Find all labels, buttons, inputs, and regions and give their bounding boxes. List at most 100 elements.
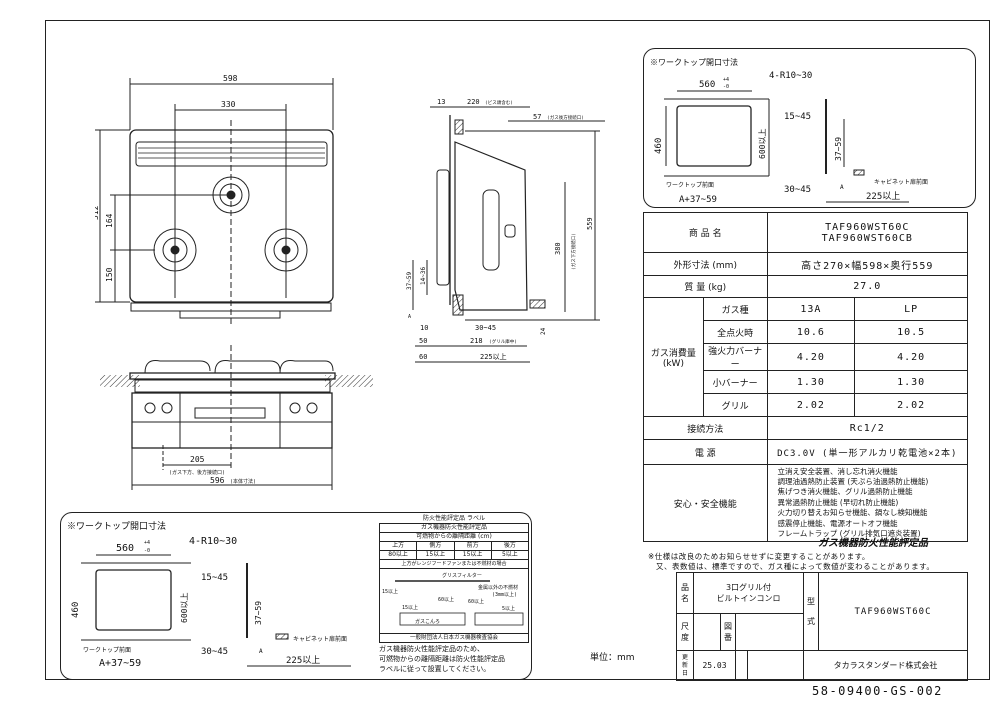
spec-notes: ※仕様は改良のためお知らせせずに変更することがあります。 又、表数値は、標準です… bbox=[648, 552, 934, 571]
safety-item: 異常過熱防止機能 (早切れ防止機能) bbox=[777, 497, 899, 507]
power-label: 電 源 bbox=[643, 439, 768, 465]
dim-600: 600以上 bbox=[180, 593, 189, 623]
gas-value-lp: 2.02 bbox=[854, 393, 968, 417]
metal-plate: 金属以外の不燃材 bbox=[478, 584, 518, 591]
label-char: 新 bbox=[681, 661, 688, 669]
dim-body-width-note: (本体寸法) bbox=[230, 478, 256, 485]
caption-line: ラベルに従って設置してください。 bbox=[379, 665, 491, 673]
gas-consumption-title: ガス消費量 bbox=[650, 348, 696, 359]
dim-10: 10 bbox=[420, 324, 428, 332]
opening-dimensions-inset: ※ワークトップ開口寸法 560 +4 -0 4-R10~30 460 600以上… bbox=[643, 48, 976, 208]
worktop-front: ワークトップ前面 bbox=[83, 646, 131, 654]
dim-opening-depth: 460 bbox=[71, 602, 81, 618]
corner-radius: 4-R10~30 bbox=[769, 71, 812, 81]
mass-value: 27.0 bbox=[766, 275, 969, 298]
dim-50: 50 bbox=[419, 337, 427, 345]
dim-218-note: (グリル庫中) bbox=[489, 338, 517, 345]
product-name: TAF960WST60CB bbox=[821, 232, 913, 244]
name-label: 品名 bbox=[676, 572, 694, 614]
gas-value-13a: 13A bbox=[766, 297, 856, 321]
dim-225: 225以上 bbox=[480, 352, 507, 361]
caption-line: 可燃物からの離隔距離は防火性能評定品 bbox=[379, 655, 505, 663]
dim-30-45: 30~45 bbox=[475, 324, 496, 332]
label-a: A bbox=[408, 314, 411, 320]
dim-body-width: 596 bbox=[210, 476, 225, 485]
note-line: 又、表数値は、標準ですので、ガス種によって数値が変わることがあります。 bbox=[656, 561, 935, 571]
connection-label: 接続方法 bbox=[643, 416, 768, 440]
knob-1 bbox=[144, 402, 156, 414]
clearance-value: 80以上 bbox=[380, 551, 418, 559]
col-header: 上方 bbox=[380, 542, 418, 550]
model-label: 型式 bbox=[803, 572, 819, 651]
tol-minus: -0 bbox=[144, 548, 150, 554]
fire-label-heading: 防火性能評定品 ラベル bbox=[423, 515, 485, 522]
dim-a-plus: A+37~59 bbox=[99, 658, 141, 669]
dim-15-45: 15~45 bbox=[201, 573, 228, 583]
fire-label-association: 一般財団法人日本ガス機器検査協会 bbox=[380, 633, 528, 642]
dim-burner-spacing: 330 bbox=[221, 100, 236, 109]
label-char: 図 bbox=[724, 622, 732, 631]
drawing-no-label: 図番 bbox=[720, 613, 736, 651]
dim-57-note: (ガス後方接続口) bbox=[547, 114, 584, 121]
dim-a-plus: A+37~59 bbox=[679, 195, 717, 205]
dim-30-45: 30~45 bbox=[201, 647, 228, 657]
product-type-line: 3口グリル付 bbox=[725, 583, 772, 592]
corner-radius: 4-R10~30 bbox=[189, 536, 237, 547]
product-type-line: ビルトインコンロ bbox=[716, 594, 781, 603]
scale-value bbox=[693, 613, 721, 651]
product-name-label: 商 品 名 bbox=[643, 212, 768, 253]
dim-gas-inlet-note: (ガス下方、後方接続口) bbox=[169, 469, 225, 476]
label-char: 型 bbox=[807, 597, 815, 606]
gas-value-13a: 4.20 bbox=[766, 343, 856, 371]
gas-row-label: グリル bbox=[702, 393, 768, 417]
connection-value: Rc1/2 bbox=[766, 416, 969, 440]
safety-item: 調理油過熱防止装置 (天ぷら油過熱防止機能) bbox=[777, 476, 929, 486]
knob-3 bbox=[289, 402, 301, 414]
control-panel bbox=[131, 392, 333, 449]
tol-plus: +4 bbox=[723, 77, 729, 83]
side-view-drawing: 13 220 (ビス頭含む) 57 (ガス後方接続口) 559 380 (ガス下… bbox=[406, 98, 605, 363]
drawing-number: 58-09400-GS-002 bbox=[812, 684, 943, 698]
caption-line: ガス機器防火性能評定品のため、 bbox=[379, 645, 484, 653]
metal-thickness: (3mm以上) bbox=[492, 591, 517, 598]
mass-label: 質 量 (kg) bbox=[643, 275, 768, 298]
dim-60a: 60以上 bbox=[438, 596, 454, 603]
gas-row-label: 全点火時 bbox=[702, 320, 768, 344]
opening-dimensions-inset-bottom: ※ワークトップ開口寸法 560 +4 -0 4-R10~30 460 600以上… bbox=[60, 512, 532, 680]
safety-item: 焦げつき消火機能、グリル過熱防止機能 bbox=[777, 487, 913, 497]
top-view-drawing: 598 330 512 164 150 bbox=[95, 74, 334, 325]
dim-15-45: 15~45 bbox=[784, 112, 811, 122]
label-char: 更 bbox=[681, 653, 688, 661]
dim-opening-depth: 460 bbox=[654, 138, 664, 154]
gas-row-label: 小バーナー bbox=[702, 370, 768, 394]
dim-depth: 512 bbox=[95, 205, 100, 220]
gas-consumption-unit: (kW) bbox=[662, 358, 684, 369]
label-char: 番 bbox=[724, 633, 732, 642]
inset-title: ※ワークトップ開口寸法 bbox=[650, 57, 738, 67]
fire-label-hood-note: 上方がレンジフードファンまたは不燃材の場合 bbox=[380, 560, 528, 569]
dim-225: 225以上 bbox=[286, 655, 320, 666]
dim-5: 5以上 bbox=[502, 605, 515, 612]
burner-front-left bbox=[153, 228, 197, 272]
fire-label-title: ガス機器防火性能評定品 bbox=[380, 524, 528, 533]
cabinet-front: キャビネット扉前面 bbox=[293, 635, 347, 643]
dim-rear-burner: 164 bbox=[105, 213, 114, 228]
dim-14-36: 14~36 bbox=[420, 267, 427, 285]
label-char: 名 bbox=[681, 594, 689, 603]
dim-13: 13 bbox=[437, 98, 445, 106]
tol-plus: +4 bbox=[144, 540, 150, 546]
col-header: 後方 bbox=[503, 542, 516, 549]
knob-4 bbox=[306, 402, 318, 414]
scale-label: 尺度 bbox=[676, 613, 694, 651]
revision-cell bbox=[735, 650, 748, 681]
worktop-front: ワークトップ前面 bbox=[666, 181, 714, 189]
burner-front-right bbox=[264, 228, 308, 272]
clearance-value: 15以上 bbox=[417, 551, 455, 559]
label-char: 品 bbox=[681, 583, 689, 592]
col-header: 側方 bbox=[417, 542, 455, 550]
dim-559: 559 bbox=[586, 217, 594, 230]
dim-225: 225以上 bbox=[866, 191, 900, 202]
front-view-drawing: 205 (ガス下方、後方接続口) 596 (本体寸法) bbox=[100, 345, 373, 490]
product-type: 3口グリル付ビルトインコンロ bbox=[693, 572, 804, 614]
